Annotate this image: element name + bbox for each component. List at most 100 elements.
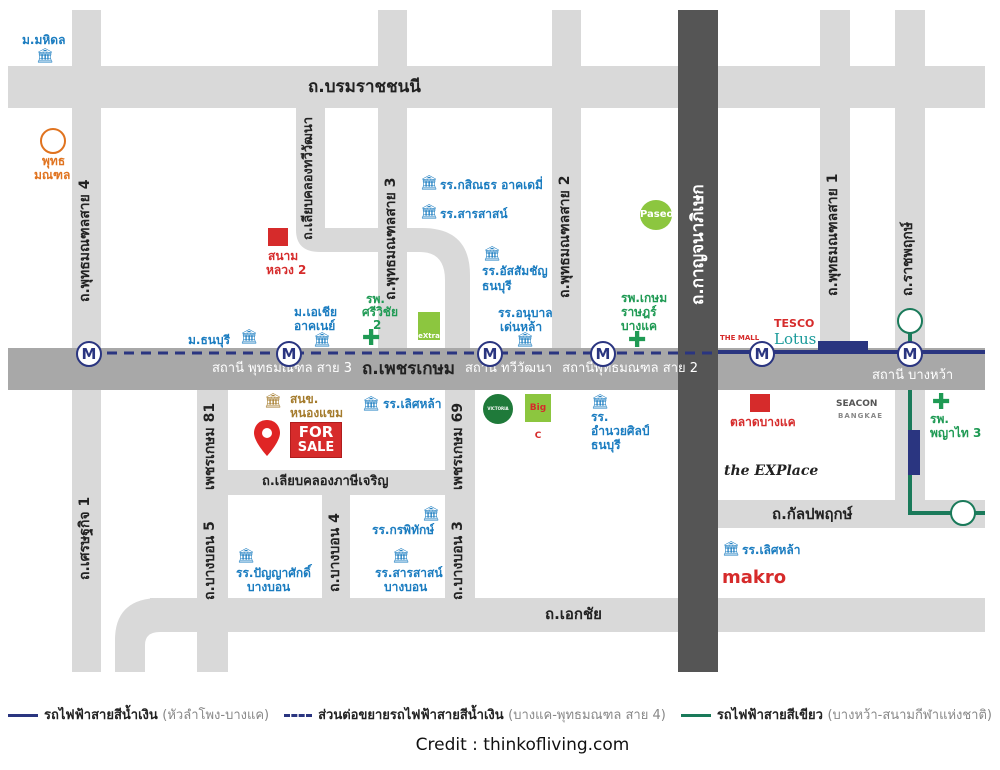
place-label: หลวง 2 [266, 263, 307, 277]
place-label: ธนบุรี [591, 438, 621, 452]
location-pin-icon [254, 420, 280, 456]
school-icon: 🏛 [362, 396, 380, 412]
bigc-logo: Big C [525, 394, 551, 441]
legend-sub: (บางแค-พุทธมณฑล สาย 4) [508, 708, 666, 723]
lotus-logo: Lotus [774, 330, 817, 348]
place-label: ม.เอเชีย [294, 305, 338, 319]
legend-item-blue-extension: ส่วนต่อขยายรถไฟฟ้าสายสีน้ำเงิน (บางแค-พุ… [284, 704, 666, 725]
metro-icon: M [477, 341, 503, 367]
place-label: สนข. [290, 392, 319, 406]
road-ekkachai [150, 598, 985, 632]
bigc-extra-logo: eXtra [418, 312, 440, 340]
buddhamonthon-icon [40, 128, 66, 154]
place-label: รพ. [366, 292, 385, 306]
road-label: ถ.กัลปพฤกษ์ [772, 505, 853, 523]
victoria-gardens-logo: VICTORIA GARDENS [483, 394, 513, 424]
road-label: ถ.บรมราชชนนี [308, 77, 421, 97]
place-label: รร.กสิณธร อาคเดมี่ [440, 178, 543, 192]
stadium-icon [268, 228, 288, 246]
market-icon [750, 394, 770, 412]
legend-item-blue-line: รถไฟฟ้าสายสีน้ำเงิน (หัวลำโพง-บางแค) [8, 704, 269, 725]
legend-sub: (หัวลำโพง-บางแค) [162, 708, 270, 723]
for-sale-text: SALE [297, 440, 335, 455]
hospital-icon: ✚ [362, 326, 381, 351]
museum-icon: 🏛 [264, 393, 282, 409]
road-label: ถ.เอกชัย [545, 605, 602, 623]
place-label: อาคเนย์ [294, 319, 336, 333]
metro-icon: M [76, 341, 102, 367]
road-label: ถ.พุทธมณฑลสาย 2 [557, 175, 573, 298]
place-label: รร.อนุบาล [498, 306, 553, 320]
road-label: ถ.เศรษฐกิจ 1 [77, 496, 93, 580]
legend-label: รถไฟฟ้าสายสีเขียว [716, 708, 823, 723]
place-label: พุทธ [42, 154, 66, 168]
hospital-icon: ✚ [932, 390, 951, 415]
road-label: ถ.พุทธมณฑลสาย 4 [77, 179, 93, 302]
solid-line-icon [8, 714, 38, 717]
road-pm3 [378, 10, 407, 350]
station-label: สถานีพุทธมณฑล สาย 2 [562, 361, 699, 377]
school-icon: 🏛 [483, 246, 501, 262]
road-ekkachai-curve [115, 598, 175, 672]
road-label: ถ.บางบอน 3 [450, 521, 466, 600]
legend-label: ส่วนต่อขยายรถไฟฟ้าสายสีน้ำเงิน [318, 708, 504, 723]
road-label: ถ.เพชรเกษม [361, 359, 455, 379]
metro-icon: M [590, 341, 616, 367]
school-icon: 🏛 [591, 394, 609, 410]
the-mall-logo: THE MALL [720, 334, 760, 342]
place-label: อำนวยศิลป์ [591, 424, 650, 438]
tesco-logo: TESCO [774, 317, 815, 330]
for-sale-text: FOR [298, 423, 334, 441]
road-label: ถ.เลียบคลองทวีวัฒนา [301, 116, 316, 240]
legend-item-green-line: รถไฟฟ้าสายสีเขียว (บางหว้า-สนามกีฬาแห่งช… [680, 704, 992, 725]
legend: รถไฟฟ้าสายสีน้ำเงิน (หัวลำโพง-บางแค) ส่ว… [8, 704, 992, 725]
place-label: รร.สารสาสน์ [375, 566, 443, 580]
place-label: สนาม [268, 249, 299, 263]
road-kanchanaphisek [678, 10, 718, 672]
paseo-logo: Paseo [640, 200, 673, 230]
place-label: ตลาดบางแค [730, 415, 796, 429]
place-label: รร.สารสาสน์ [440, 207, 508, 221]
metro-icon: M [276, 341, 302, 367]
place-label: บางบอน [247, 580, 291, 594]
seacon-logo: SEACON [836, 399, 878, 409]
metro-icon: M [897, 341, 923, 367]
legend-label: รถไฟฟ้าสายสีน้ำเงิน [44, 708, 158, 723]
place-label: รพ.เกษม [621, 291, 668, 305]
road-label: ถ.พุทธมณฑลสาย 3 [383, 177, 399, 300]
bts-icon [897, 308, 923, 334]
place-label: 2 [373, 318, 382, 332]
makro-logo: makro [722, 567, 787, 588]
place-label: รร.เลิศหล้า [742, 543, 801, 557]
road-label: ถ.บางบอน 4 [327, 513, 343, 592]
phetkasem-label-strip: สถานี พุทธมณฑล สาย 3 ถ.เพชรเกษม สถานี ทว… [212, 360, 698, 379]
road-label: เพชรเกษม 69 [450, 402, 466, 490]
place-label: พญาไท 3 [930, 426, 982, 440]
hospital-icon: ✚ [628, 328, 647, 353]
place-label: ม.ธนบุรี [188, 333, 231, 347]
place-label: ธนบุรี [482, 279, 512, 293]
school-icon: 🏛 [36, 48, 54, 64]
school-icon: 🏛 [516, 332, 534, 348]
place-label: รร.ปัญญาศักดิ์ [236, 566, 311, 580]
station-label: สถานี พุทธมณฑล สาย 3 [212, 361, 352, 377]
road-label: ถ.บางบอน 5 [202, 521, 218, 600]
road-liab-thawi [296, 108, 470, 350]
place-label: รร. [591, 410, 609, 424]
bts-icon [950, 500, 976, 526]
road-label: ถ.เลียบคลองภาษีเจริญ [262, 474, 389, 489]
place-label: เด่นหล้า [500, 320, 543, 334]
road-label: ถ.พุทธมณฑลสาย 1 [825, 173, 841, 296]
explace-logo: the EXPlace [724, 463, 819, 479]
road-liab-phasi [197, 470, 475, 495]
place-label: รร.กรพิทักษ์ [372, 523, 435, 537]
legend-sub: (บางหว้า-สนามกีฬาแห่งชาติ) [827, 708, 992, 723]
seacon-logo: BANGKAE [838, 412, 883, 420]
skytrain-icon [818, 341, 868, 353]
for-sale-badge: FOR SALE [290, 422, 342, 458]
metro-icon: M [749, 341, 775, 367]
school-icon: 🏛 [422, 506, 440, 522]
place-label: บางแค [621, 319, 657, 333]
